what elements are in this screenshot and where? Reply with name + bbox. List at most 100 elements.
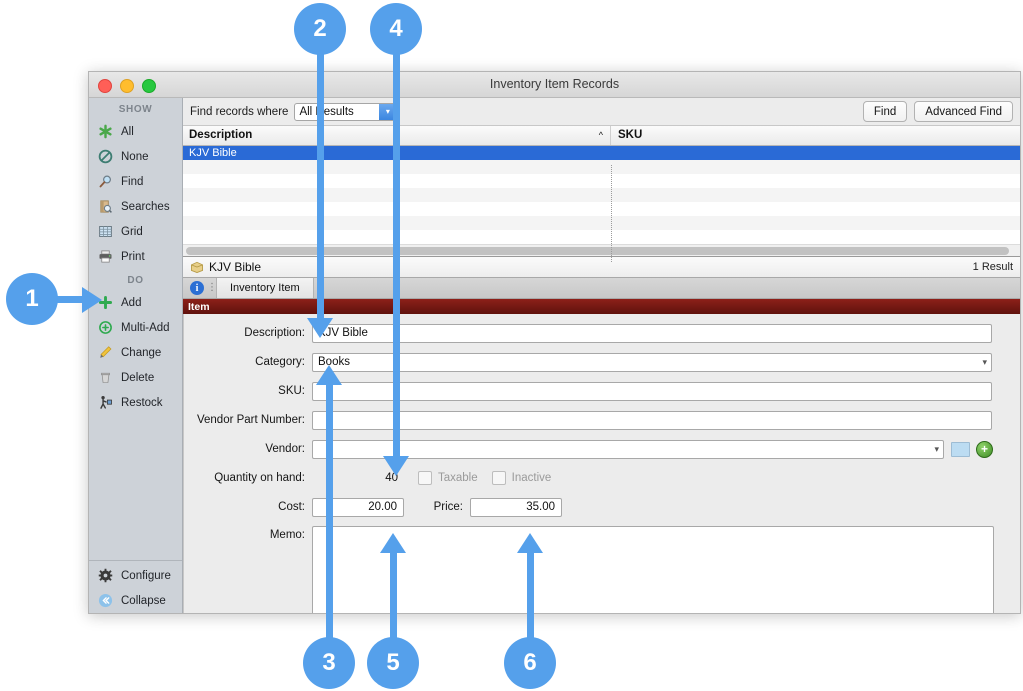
memo-field[interactable]	[312, 526, 994, 613]
no-entry-icon	[97, 148, 114, 165]
sidebar-item-label: Grid	[121, 225, 143, 238]
sidebar-item-collapse[interactable]: Collapse	[89, 588, 182, 613]
close-window-button[interactable]	[98, 79, 112, 93]
sidebar-item-all[interactable]: All	[89, 119, 182, 144]
sidebar-item-multi-add[interactable]: Multi-Add	[89, 315, 182, 340]
find-scope-value: All Results	[299, 105, 354, 118]
sidebar-item-find[interactable]: Find	[89, 169, 182, 194]
sidebar-item-label: Add	[121, 296, 142, 309]
tab-inventory-item[interactable]: Inventory Item	[216, 278, 314, 298]
sidebar-item-label: Change	[121, 346, 162, 359]
callout-1-line	[56, 296, 90, 303]
find-toolbar: Find records where All Results ▾ Find Ad…	[183, 98, 1020, 126]
callout-4-arrow	[383, 456, 409, 476]
sidebar-item-label: Searches	[121, 200, 170, 213]
window-titlebar: Inventory Item Records	[89, 72, 1020, 98]
sidebar-item-searches[interactable]: Searches	[89, 194, 182, 219]
cost-label: Cost:	[278, 501, 305, 513]
sidebar-item-delete[interactable]: Delete	[89, 365, 182, 390]
vendor-part-number-label: Vendor Part Number:	[196, 414, 305, 426]
table-row[interactable]	[183, 174, 1020, 188]
vendor-part-number-field[interactable]	[312, 410, 992, 430]
sidebar-show-header: SHOW	[118, 104, 153, 115]
column-divider[interactable]	[611, 165, 613, 262]
table-row[interactable]: KJV Bible	[183, 146, 1020, 160]
gear-icon	[97, 567, 114, 584]
form-row-sku: SKU:	[184, 381, 1020, 401]
sidebar-divider	[89, 560, 182, 561]
sidebar-item-print[interactable]: Print	[89, 244, 182, 269]
chevron-down-icon: ▾	[379, 103, 397, 120]
description-field[interactable]: KJV Bible	[312, 323, 992, 343]
inactive-label: Inactive	[511, 472, 552, 484]
sidebar-item-restock[interactable]: Restock	[89, 390, 182, 415]
horizontal-scrollbar[interactable]	[183, 244, 1020, 256]
asterisk-icon	[97, 123, 114, 140]
zoom-window-button[interactable]	[142, 79, 156, 93]
form-row-memo: Memo:	[184, 526, 1020, 613]
sidebar-item-change[interactable]: Change	[89, 340, 182, 365]
sku-field[interactable]	[312, 381, 992, 401]
quantity-on-hand-label: Quantity on hand:	[214, 472, 305, 484]
cell-description: KJV Bible	[189, 147, 237, 159]
advanced-find-button[interactable]: Advanced Find	[914, 101, 1013, 122]
find-scope-select[interactable]: All Results ▾	[294, 102, 398, 121]
cost-field[interactable]: 20.00	[312, 497, 404, 517]
table-row[interactable]	[183, 202, 1020, 216]
find-buttons: Find Advanced Find	[862, 101, 1013, 122]
sidebar-item-label: All	[121, 125, 134, 138]
vendor-label: Vendor:	[265, 443, 305, 455]
minimize-window-button[interactable]	[120, 79, 134, 93]
callout-2: 2	[294, 3, 346, 55]
find-button[interactable]: Find	[862, 101, 908, 122]
chevron-down-icon: ▾	[934, 443, 939, 454]
column-header-sku[interactable]: SKU	[618, 129, 643, 141]
column-header-description[interactable]: Description ^	[183, 126, 611, 145]
sidebar-item-label: None	[121, 150, 149, 163]
scrollbar-thumb[interactable]	[186, 247, 1009, 255]
record-tabbar: i ⋮ Inventory Item	[183, 278, 1020, 299]
taxable-checkbox[interactable]	[418, 471, 432, 485]
category-label: Category:	[255, 356, 305, 368]
inactive-checkbox[interactable]	[491, 471, 506, 485]
more-options-icon[interactable]: ⋮	[207, 282, 217, 293]
vendor-color-swatch[interactable]	[951, 441, 970, 457]
callout-number: 3	[322, 649, 336, 676]
add-vendor-button[interactable]: +	[976, 440, 993, 458]
callout-3: 3	[303, 637, 355, 689]
results-list: Description ^ SKU KJV Bible	[183, 126, 1020, 262]
callout-3-line	[326, 383, 333, 638]
info-icon[interactable]: i	[190, 281, 204, 295]
table-row[interactable]	[183, 160, 1020, 174]
sidebar-item-configure[interactable]: Configure	[89, 563, 182, 588]
sidebar-item-label: Multi-Add	[121, 321, 170, 334]
callout-number: 5	[386, 649, 400, 676]
sidebar: SHOW All None Find	[89, 98, 183, 613]
category-field[interactable]: Books ▾	[312, 352, 992, 372]
table-row[interactable]	[183, 216, 1020, 230]
magnifier-icon	[97, 173, 114, 190]
sidebar-item-grid[interactable]: Grid	[89, 219, 182, 244]
table-row[interactable]	[183, 188, 1020, 202]
window-title: Inventory Item Records	[489, 77, 620, 91]
callout-1-arrow	[82, 287, 102, 313]
sidebar-item-add[interactable]: Add	[89, 290, 182, 315]
vendor-field[interactable]: ▾	[312, 439, 944, 459]
form-row-vendor: Vendor: ▾ +	[184, 439, 1020, 459]
traffic-lights	[98, 79, 156, 93]
callout-number: 6	[523, 649, 537, 676]
description-label: Description:	[244, 327, 305, 339]
price-field[interactable]: 35.00	[470, 497, 562, 517]
sidebar-item-label: Collapse	[121, 594, 166, 607]
form-row-quantity: Quantity on hand: 40 Taxable Inactive	[184, 468, 1020, 488]
table-row[interactable]	[183, 230, 1020, 244]
sidebar-do-header: DO	[127, 275, 144, 286]
callout-2-arrow	[307, 318, 333, 338]
find-records-where-label: Find records where	[190, 105, 289, 118]
callout-number: 1	[25, 285, 39, 312]
grid-icon	[97, 223, 114, 240]
form-row-vendor-part-number: Vendor Part Number:	[184, 410, 1020, 430]
callout-4-line	[393, 52, 400, 461]
package-icon	[190, 261, 204, 274]
sidebar-item-none[interactable]: None	[89, 144, 182, 169]
